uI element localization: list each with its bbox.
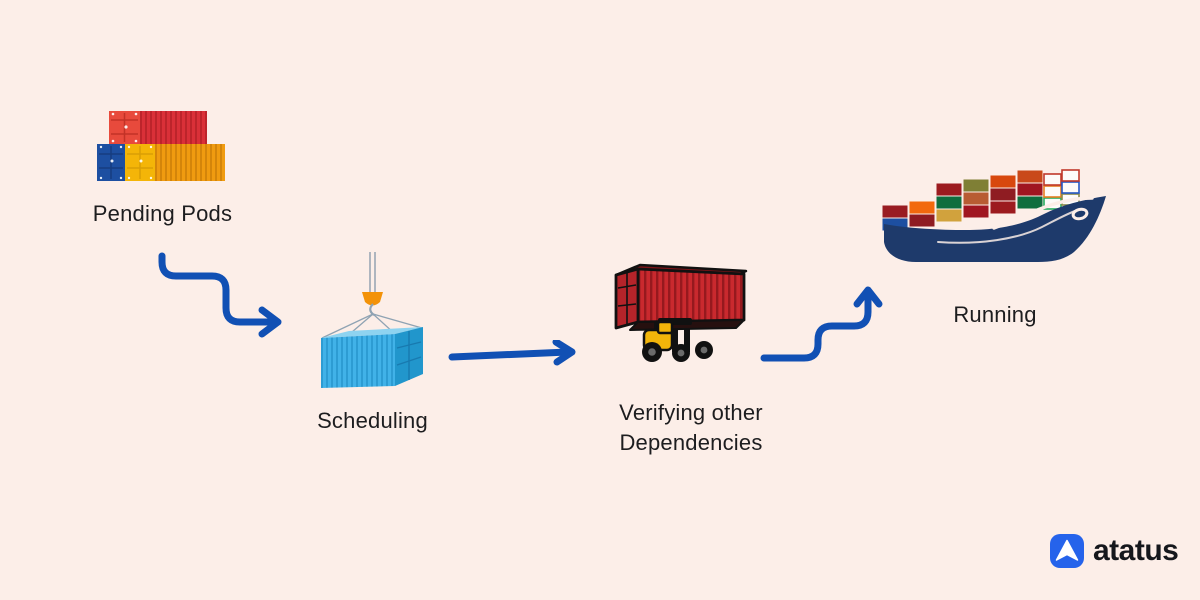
cargo-ship-icon xyxy=(876,158,1108,270)
atatus-logo-text: atatus xyxy=(1093,534,1179,567)
atatus-arrow-icon xyxy=(1050,534,1084,568)
stage-label-verifying: Verifying other Dependencies xyxy=(590,398,792,458)
stage-label-verifying-line1: Verifying other xyxy=(619,400,763,425)
crane-hook-container-icon xyxy=(316,252,431,394)
arrow-pending-to-scheduling xyxy=(156,252,291,344)
stage-label-pending-pods: Pending Pods xyxy=(92,201,233,226)
arrow-scheduling-to-verifying xyxy=(448,340,586,366)
stage-label-running: Running xyxy=(953,302,1037,327)
stage-label-verifying-line2: Dependencies xyxy=(619,430,763,455)
stage-label-scheduling: Scheduling xyxy=(317,408,428,433)
container-stack-icon xyxy=(95,106,227,184)
forklift-container-icon xyxy=(608,258,753,370)
atatus-logo: atatus xyxy=(1050,534,1179,568)
arrow-verifying-to-running xyxy=(758,278,893,366)
